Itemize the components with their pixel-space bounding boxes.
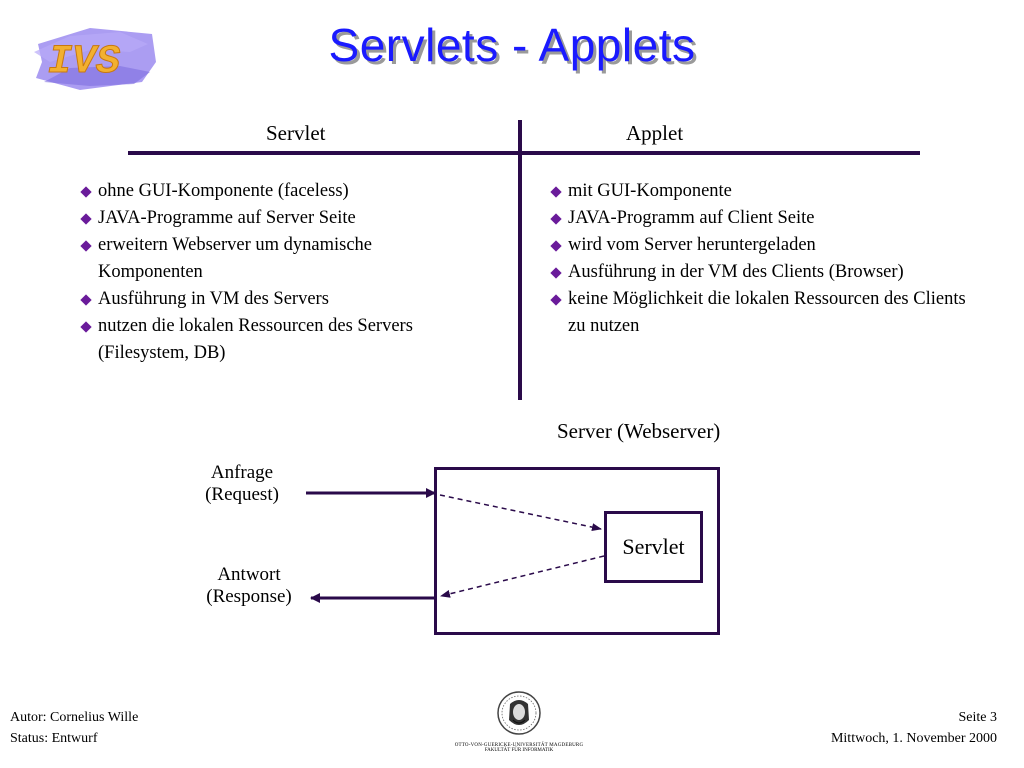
list-item: wird vom Server heruntergeladen: [550, 232, 1000, 259]
server-label: Server (Webserver): [557, 419, 721, 443]
diamond-bullet-icon: [80, 321, 92, 333]
list-item: Ausführung in der VM des Clients (Browse…: [550, 259, 1000, 286]
list-item: JAVA-Programm auf Client Seite: [550, 205, 1000, 232]
logo-text: IVS: [48, 40, 120, 85]
date-text: Mittwoch, 1. November 2000: [830, 731, 997, 746]
diamond-bullet-icon: [550, 240, 562, 252]
diamond-bullet-icon: [550, 267, 562, 279]
diamond-bullet-icon: [80, 240, 92, 252]
list-item: ohne GUI-Komponente (faceless): [80, 178, 500, 205]
diamond-bullet-icon: [80, 213, 92, 225]
servlet-box: Servlet: [604, 511, 703, 583]
column-divider: [518, 120, 522, 400]
diamond-bullet-icon: [550, 213, 562, 225]
servlet-feature-list: ohne GUI-Komponente (faceless) JAVA-Prog…: [80, 178, 500, 367]
seal-faculty-text: FAKULTÄT FÜR INFORMATIK: [484, 748, 554, 753]
servlet-column-header: Servlet: [266, 121, 326, 145]
list-item: JAVA-Programme auf Server Seite: [80, 205, 500, 232]
list-item: mit GUI-Komponente: [550, 178, 1000, 205]
diamond-bullet-icon: [80, 294, 92, 306]
page-number: Seite 3: [958, 710, 998, 725]
diamond-bullet-icon: [550, 294, 562, 306]
guericke-portrait-icon: [497, 691, 541, 735]
request-label: Anfrage (Request): [205, 462, 279, 505]
list-item: nutzen die lokalen Ressourcen des Server…: [80, 313, 498, 367]
footer-left: Autor: Cornelius Wille Status: Entwurf: [10, 707, 138, 749]
response-label: Antwort (Response): [206, 564, 292, 607]
university-seal: OTTO-VON-GUERICKE-UNIVERSITÄT MAGDEBURG …: [454, 690, 584, 753]
list-item: Ausführung in VM des Servers: [80, 286, 500, 313]
header-divider: [128, 151, 920, 155]
applet-feature-list: mit GUI-Komponente JAVA-Programm auf Cli…: [550, 178, 1000, 340]
diamond-bullet-icon: [80, 186, 92, 198]
footer-right: Seite 3 Mittwoch, 1. November 2000: [831, 707, 997, 749]
diamond-bullet-icon: [550, 186, 562, 198]
applet-column-header: Applet: [626, 121, 684, 145]
ivs-logo: IVS: [34, 28, 156, 90]
list-item: keine Möglichkeit die lokalen Ressourcen…: [550, 286, 968, 340]
seal-university-text: OTTO-VON-GUERICKE-UNIVERSITÄT MAGDEBURG: [454, 743, 584, 748]
webserver-box: [434, 467, 720, 635]
page-title: Servlets - Applets: [328, 19, 696, 71]
list-item: erweitern Webserver um dynamische Kompon…: [80, 232, 458, 286]
status-text: Status: Entwurf: [10, 731, 98, 746]
author-text: Autor: Cornelius Wille: [10, 710, 139, 725]
